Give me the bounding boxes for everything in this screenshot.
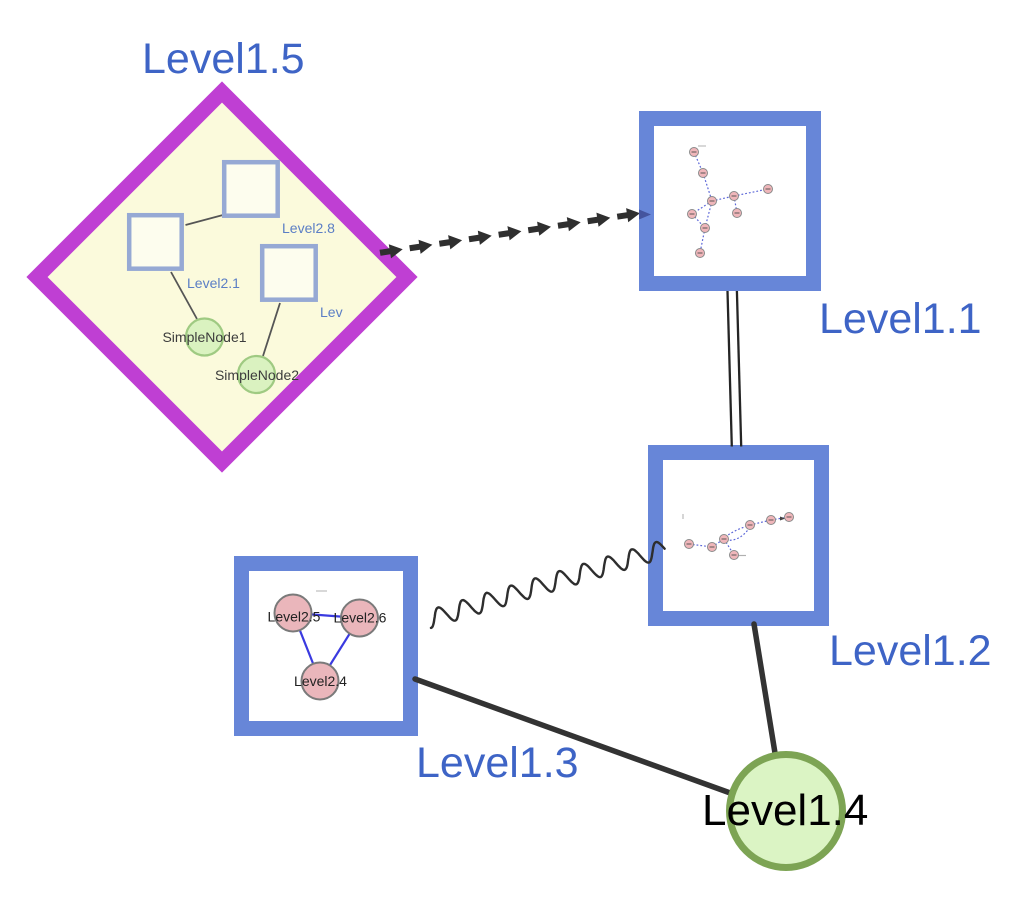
svg-text:Level2.6: Level2.6	[334, 610, 387, 626]
svg-text:SimpleNode1: SimpleNode1	[162, 329, 246, 345]
svg-text:SimpleNode2: SimpleNode2	[215, 367, 299, 383]
svg-text:Level2.8: Level2.8	[282, 220, 335, 236]
svg-text:Lev: Lev	[320, 304, 343, 320]
svg-text:Level1.3: Level1.3	[416, 739, 579, 787]
svg-text:Level1.1: Level1.1	[819, 295, 982, 343]
svg-text:Level2.1: Level2.1	[187, 275, 240, 291]
svg-text:Level2.5: Level2.5	[268, 609, 321, 625]
svg-text:Level1.2: Level1.2	[829, 627, 992, 675]
svg-text:Level1.5: Level1.5	[142, 35, 305, 83]
svg-text:Level1.4: Level1.4	[702, 786, 868, 835]
svg-text:Level2.4: Level2.4	[294, 673, 347, 689]
